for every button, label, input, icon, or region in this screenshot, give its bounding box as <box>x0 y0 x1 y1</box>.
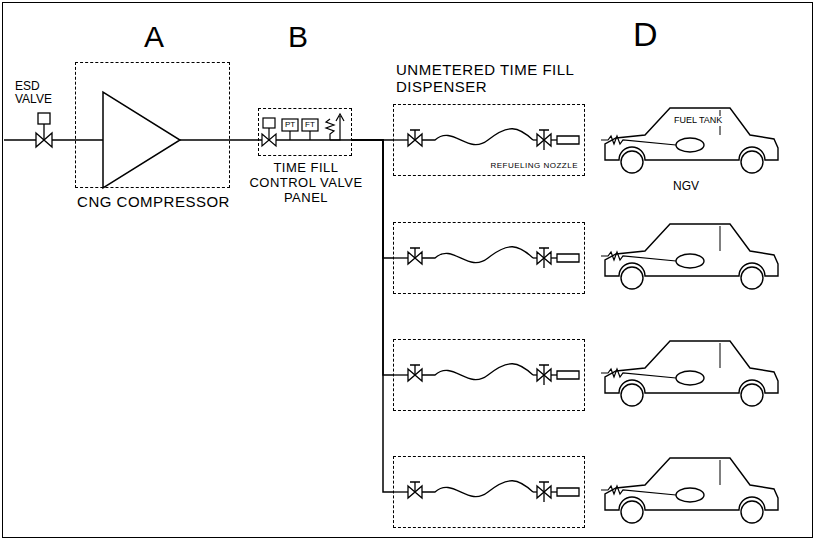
instrument-tag: FT <box>302 119 318 131</box>
pipe-connector <box>352 140 393 258</box>
pipe-connector <box>352 140 393 492</box>
pipe-connector <box>230 139 258 141</box>
dispenser-internals <box>393 129 579 502</box>
node-caption: CNG COMPRESSOR <box>64 193 244 210</box>
dispenser-box <box>393 339 585 411</box>
section-letter: D <box>632 16 659 53</box>
dispenser-box <box>393 456 585 528</box>
compressor-box: CNG COMPRESSOR <box>75 62 230 188</box>
dispenser-box: UNMETERED TIME FILL DISPENSERREFUELING N… <box>393 104 585 176</box>
vehicle-label: NGV <box>672 180 700 193</box>
section-letter: B <box>287 20 309 53</box>
node-heading: UNMETERED TIME FILL DISPENSER <box>396 61 656 96</box>
dispenser-box <box>393 222 585 294</box>
part-label: REFUELING NOZZLE <box>490 161 578 170</box>
section-letter: A <box>143 20 165 53</box>
part-label: FUEL TANK <box>673 116 723 126</box>
instrument-tag: PT <box>282 119 298 131</box>
node-caption: TIME FILL CONTROL VALVE PANEL <box>244 161 369 206</box>
valve-label: ESD VALVE <box>14 80 72 106</box>
control-panel-box: TIME FILL CONTROL VALVE PANEL <box>258 108 352 156</box>
